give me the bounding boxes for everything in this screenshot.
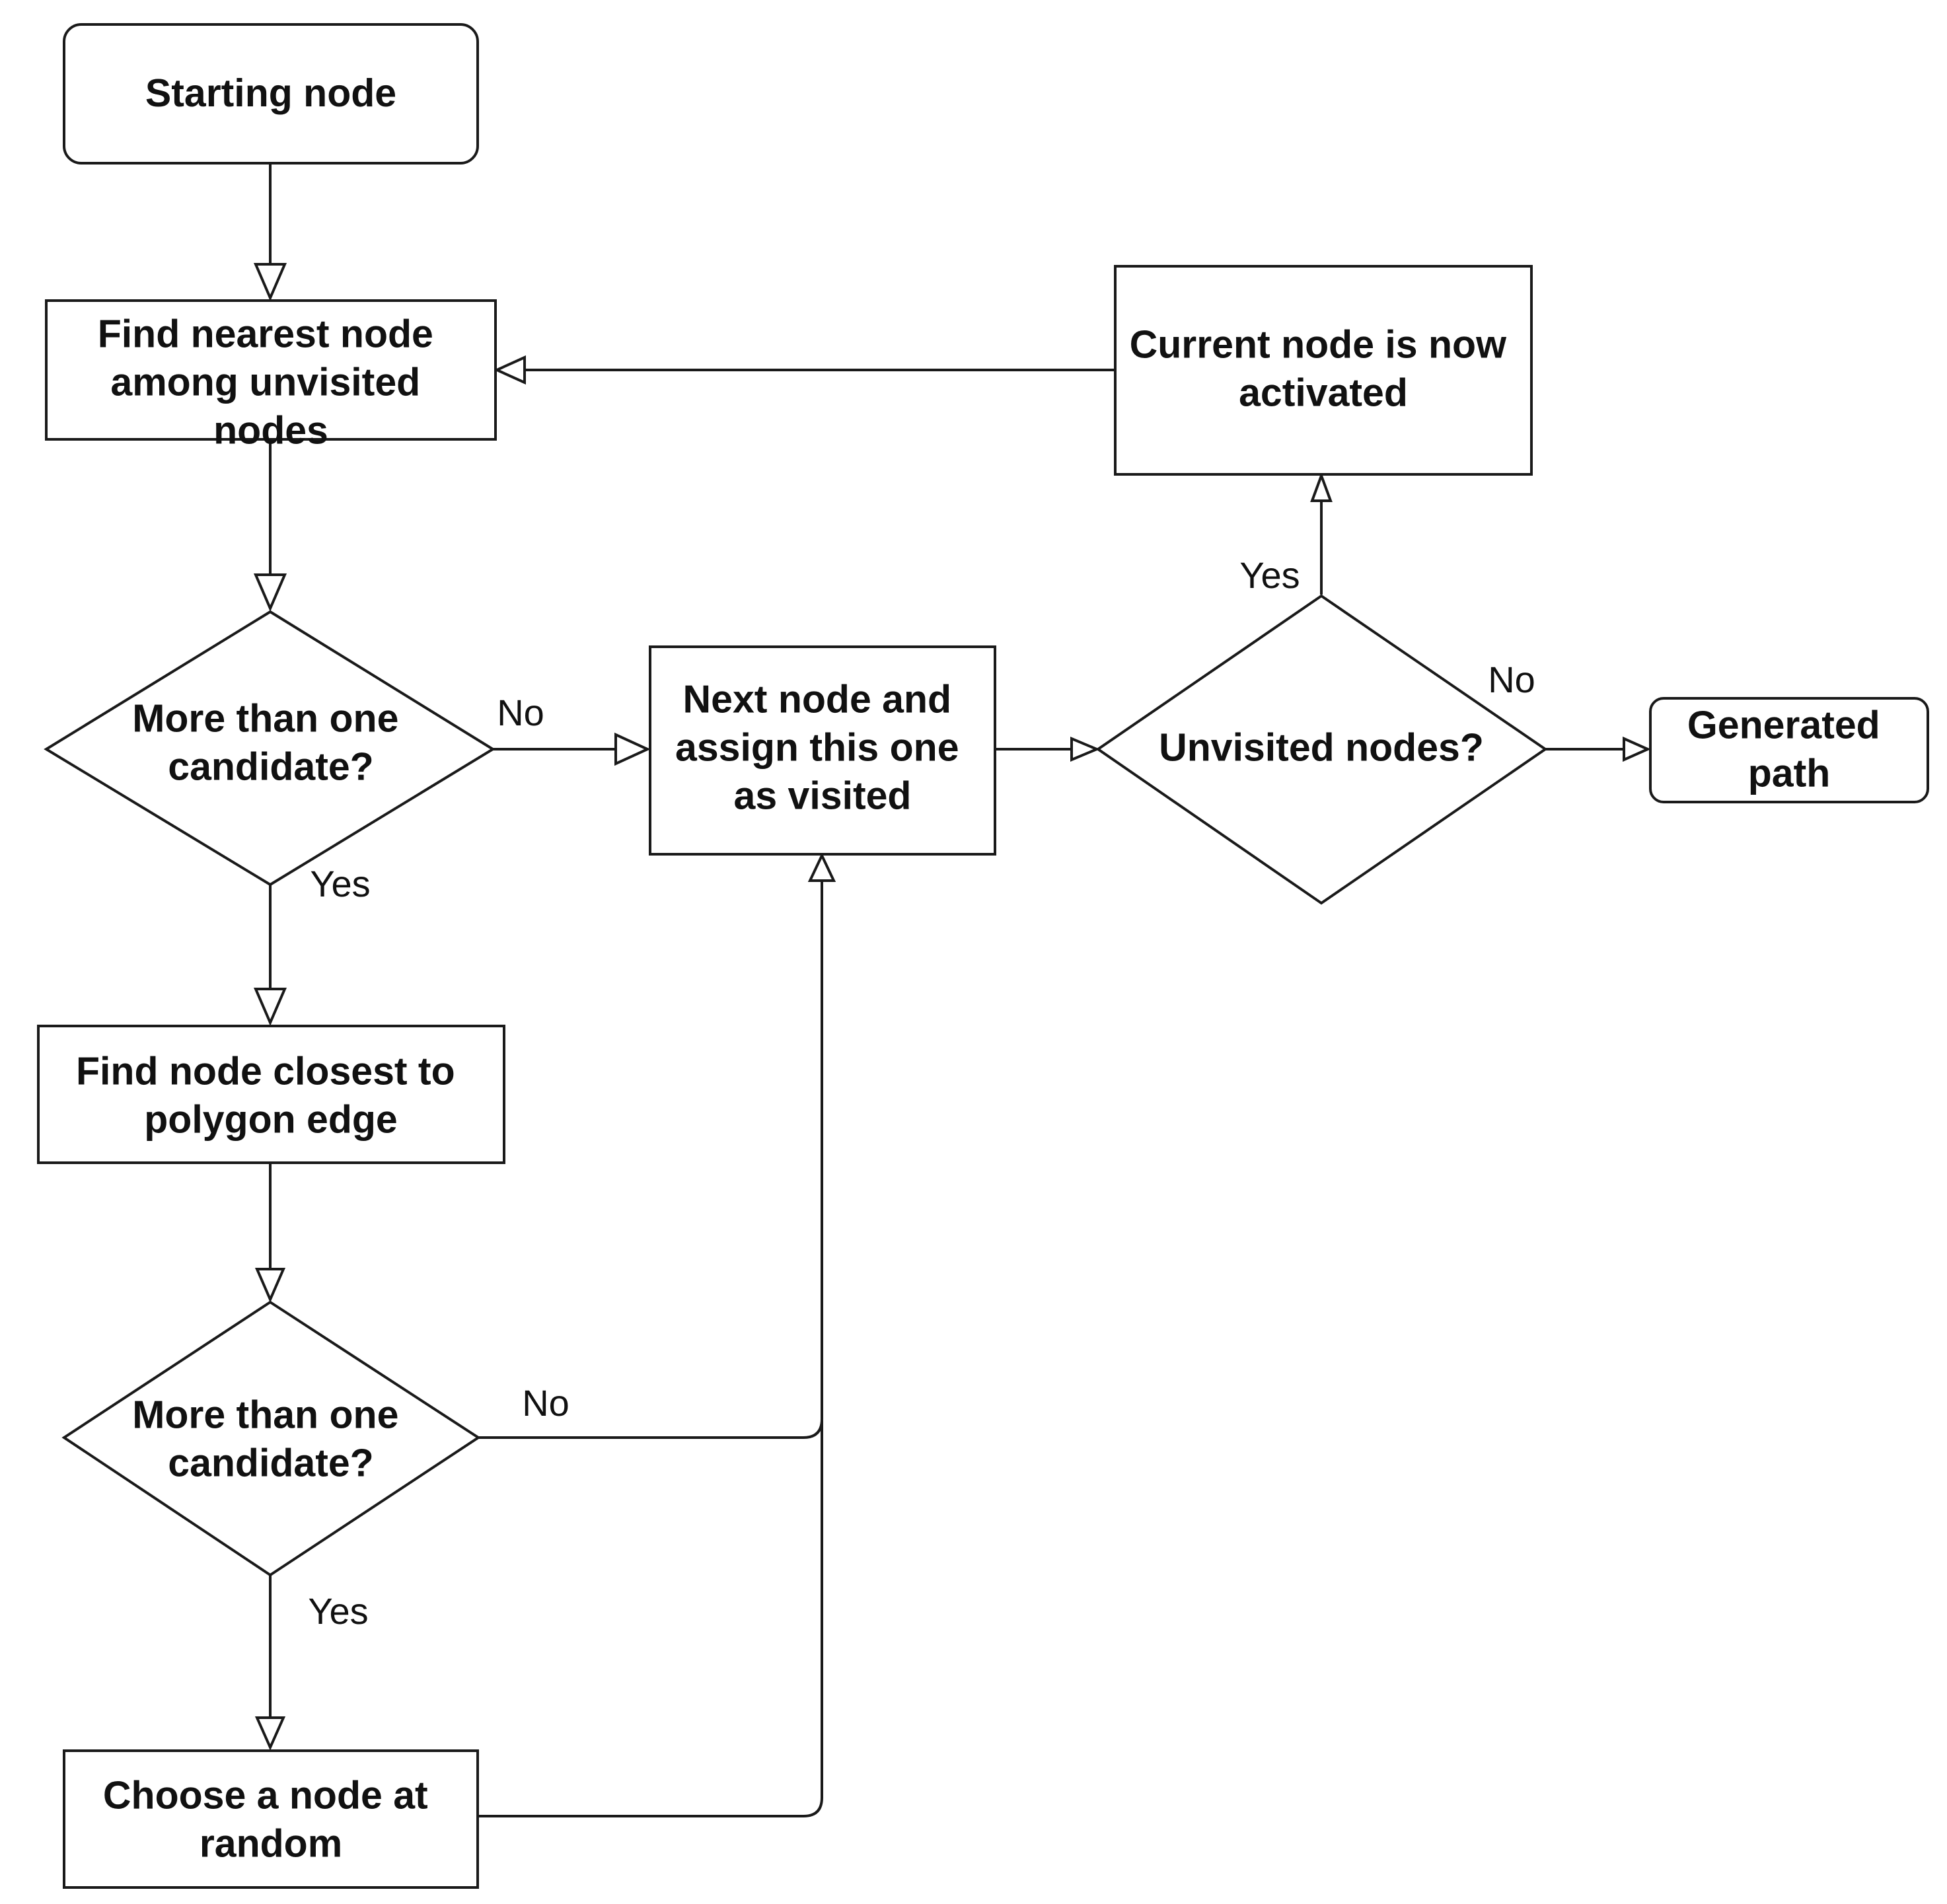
node-decision-candidates-2: More than one candidate?: [61, 1300, 481, 1577]
arrowhead-find-nearest-right: [494, 355, 526, 385]
node-find-closest-edge-label: Find node closest to polygon edge: [76, 1039, 466, 1142]
node-choose-random-label: Choose a node at random: [103, 1763, 439, 1866]
arrowhead-decision-2: [254, 1268, 286, 1303]
edge-label-unvisited-yes: Yes: [1239, 554, 1300, 596]
node-decision-unvisited: Unvisited nodes?: [1095, 594, 1548, 905]
node-find-nearest: Find nearest node among unvisited nodes: [45, 299, 497, 453]
node-find-nearest-label: Find nearest node among unvisited nodes: [98, 302, 445, 453]
arrowhead-generated-path: [1623, 736, 1651, 762]
node-start: Starting node: [63, 23, 479, 165]
edge-label-decision-1-no: No: [497, 692, 544, 733]
arrowhead-choose-random: [254, 1716, 286, 1751]
arrowhead-find-nearest: [253, 263, 287, 302]
arrowhead-unvisited: [1070, 736, 1101, 762]
arrowhead-find-closest-edge: [253, 988, 287, 1027]
edge-label-decision-2-no: No: [522, 1382, 569, 1424]
edge-decision-2-no: [478, 881, 823, 1439]
node-decision-candidates-1-label: More than one candidate?: [132, 686, 410, 789]
edge-choose-random-to-next: [478, 1420, 823, 1817]
node-current-activated: Current node is now activated: [1114, 265, 1533, 476]
node-next-node-label: Next node and assign this one as visited: [675, 667, 970, 818]
edge-label-decision-2-yes: Yes: [308, 1590, 368, 1632]
node-find-closest-edge: Find node closest to polygon edge: [37, 1025, 505, 1164]
arrowhead-next-node-bottom: [807, 852, 836, 882]
node-start-label: Starting node: [145, 71, 396, 115]
node-decision-candidates-2-label: More than one candidate?: [132, 1383, 410, 1485]
arrowhead-current-activated: [1310, 472, 1333, 502]
arrowhead-decision-1: [253, 573, 287, 612]
node-decision-candidates-1: More than one candidate?: [44, 610, 496, 887]
node-current-activated-label: Current node is now activated: [1130, 312, 1518, 415]
node-generated-path: Generated path: [1649, 693, 1929, 803]
edges: [253, 163, 1651, 1817]
arrowhead-next-node-left: [614, 732, 651, 766]
edge-label-decision-1-yes: Yes: [310, 863, 370, 904]
node-next-node: Next node and assign this one as visited: [649, 645, 996, 856]
node-decision-unvisited-label: Unvisited nodes?: [1159, 726, 1484, 770]
node-choose-random: Choose a node at random: [63, 1749, 479, 1889]
edge-label-unvisited-no: No: [1488, 659, 1535, 700]
node-generated-path-label: Generated path: [1687, 693, 1891, 795]
